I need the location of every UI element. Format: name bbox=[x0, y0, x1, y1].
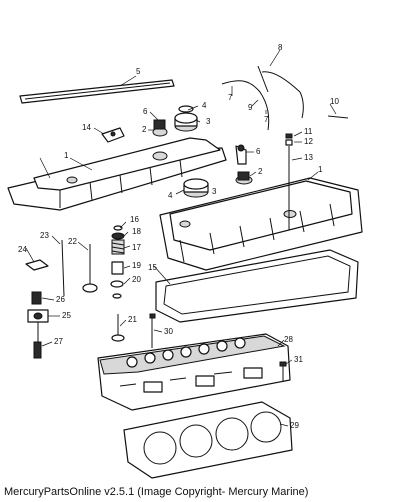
part-oil-filler-cap-top bbox=[174, 112, 198, 132]
callout-31: 31 bbox=[294, 355, 303, 364]
part-valve-spring-stack bbox=[110, 225, 125, 299]
callout-25: 25 bbox=[62, 311, 71, 320]
callout-4a: 4 bbox=[202, 101, 207, 110]
part-head-gasket bbox=[123, 401, 293, 479]
part-pcv-valve bbox=[235, 144, 247, 165]
part-pushrod bbox=[61, 239, 65, 297]
callout-23: 23 bbox=[40, 231, 49, 240]
callout-5: 5 bbox=[136, 67, 141, 76]
callout-26: 26 bbox=[56, 295, 65, 304]
callout-6a: 6 bbox=[143, 107, 148, 116]
part-valve-cover-right bbox=[159, 177, 363, 271]
callout-11: 11 bbox=[304, 127, 313, 136]
callout-16: 16 bbox=[130, 215, 139, 224]
part-breather-top bbox=[152, 105, 194, 137]
callout-10: 10 bbox=[330, 97, 339, 106]
callout-13: 13 bbox=[304, 153, 313, 162]
part-stud-bolt bbox=[285, 133, 293, 230]
callout-1a: 1 bbox=[64, 151, 69, 160]
callout-8: 8 bbox=[278, 43, 283, 52]
callout-7a: 7 bbox=[228, 93, 233, 102]
callout-6b: 6 bbox=[256, 147, 261, 156]
callout-19: 19 bbox=[132, 261, 141, 270]
callout-4b: 4 bbox=[168, 191, 173, 200]
callout-29: 29 bbox=[290, 421, 299, 430]
callout-14: 14 bbox=[82, 123, 91, 132]
callout-2a: 2 bbox=[142, 125, 147, 134]
callout-15: 15 bbox=[148, 263, 157, 272]
callout-21: 21 bbox=[128, 315, 137, 324]
callout-3a: 3 bbox=[206, 117, 211, 126]
part-guide-clip bbox=[25, 259, 49, 271]
callout-leaders bbox=[25, 49, 337, 427]
copyright-footer: MercuryPartsOnline v2.5.1 (Image Copyrig… bbox=[4, 486, 309, 498]
part-gasket-strip bbox=[19, 79, 175, 104]
part-oil-filler-cap-mid bbox=[183, 171, 253, 198]
part-head-bolt bbox=[149, 313, 156, 348]
callout-24: 24 bbox=[18, 245, 27, 254]
callout-7b: 7 bbox=[264, 115, 269, 124]
part-rocker-stud bbox=[27, 291, 49, 359]
callout-12: 12 bbox=[304, 137, 313, 146]
callout-18: 18 bbox=[132, 227, 141, 236]
part-bracket bbox=[101, 127, 125, 143]
part-pcv-hoses bbox=[221, 65, 304, 131]
part-valve-cover-gasket bbox=[155, 249, 359, 323]
callout-9: 9 bbox=[248, 103, 253, 112]
part-valve-cover-left bbox=[7, 137, 227, 211]
callout-28: 28 bbox=[284, 335, 293, 344]
callout-17: 17 bbox=[132, 243, 141, 252]
part-valve bbox=[82, 244, 98, 293]
callout-27: 27 bbox=[54, 337, 63, 346]
callout-labels: 5 8 7 9 7 10 6 4 3 2 14 1 11 12 13 6 2 1… bbox=[18, 43, 339, 430]
callout-22: 22 bbox=[68, 237, 77, 246]
callout-1b: 1 bbox=[318, 165, 323, 174]
callout-20: 20 bbox=[132, 275, 141, 284]
part-cylinder-head bbox=[97, 333, 291, 411]
part-breather-tube bbox=[327, 115, 349, 119]
callout-30: 30 bbox=[164, 327, 173, 336]
callout-2b: 2 bbox=[258, 167, 263, 176]
callout-3b: 3 bbox=[212, 187, 217, 196]
part-intake-valve bbox=[111, 314, 125, 342]
